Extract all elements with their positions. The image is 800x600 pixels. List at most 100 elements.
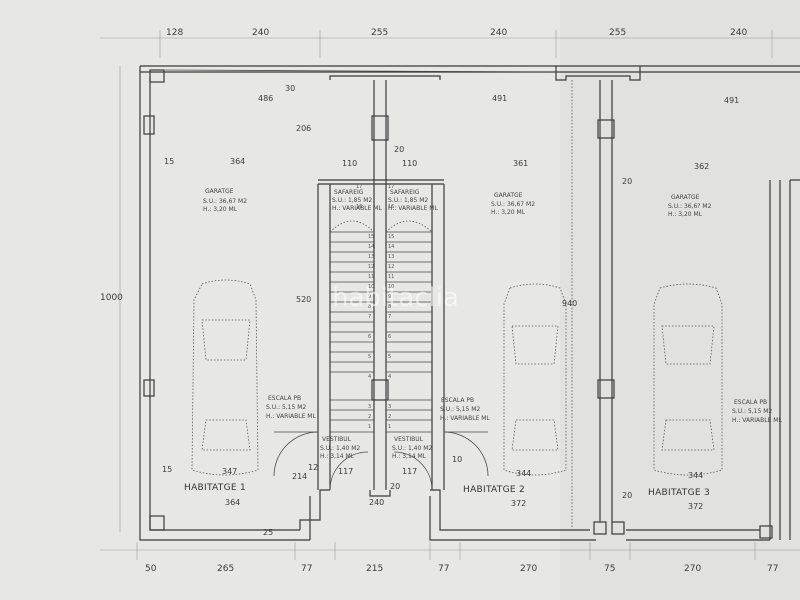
- partition-walls: [555, 66, 641, 528]
- step-number: 1: [388, 424, 391, 430]
- room-name: SAFAREIG: [390, 189, 420, 196]
- dim-362: 362: [694, 162, 709, 171]
- step-number: 9: [368, 294, 371, 300]
- room-name: GARATGE: [494, 192, 523, 199]
- room-label-garatge-2: GARATGE S.U.: 36,67 M2 H.: 3,20 ML: [491, 192, 535, 216]
- step-number: 8: [368, 304, 371, 310]
- room-name: GARATGE: [205, 188, 234, 195]
- step-number: 5: [368, 354, 371, 360]
- room-height: H.: 3,20 ML: [668, 211, 703, 218]
- step-number: 10: [368, 284, 374, 290]
- step-number: 7: [388, 314, 391, 320]
- dim-344-a: 344: [516, 469, 531, 478]
- room-name: ESCALA PB: [268, 395, 301, 402]
- room-label-safareig-1: SAFAREIG S.U.: 1,85 M2 H.: VARIABLE ML: [332, 189, 382, 212]
- room-area: S.U.: 5,15 M2: [732, 408, 772, 415]
- dim-940: 940: [562, 299, 577, 308]
- dim-361: 361: [513, 159, 528, 168]
- room-area: S.U.: 36,6? M2: [668, 203, 712, 210]
- dim-bottom-3: 77: [301, 564, 312, 574]
- room-name: SAFAREIG: [334, 189, 364, 196]
- step-number: 4: [388, 374, 391, 380]
- room-name: ESCALA PB: [734, 399, 767, 406]
- dim-bottom-7: 75: [604, 564, 615, 574]
- step-number: 17: [356, 184, 362, 190]
- step-number: 7: [368, 314, 371, 320]
- dim-20-a: 20: [394, 145, 404, 154]
- dim-bottom-4: 215: [366, 564, 383, 574]
- step-number: 10: [388, 284, 394, 290]
- room-height: H.: 3,20 ML: [491, 209, 526, 216]
- building-outer-walls: [139, 65, 800, 541]
- step-number: 16: [388, 204, 394, 210]
- dim-110-b: 110: [402, 159, 417, 168]
- dim-520: 520: [296, 295, 311, 304]
- room-label-escala-1: ESCALA PB S.U.: 5,15 M2 H.: VARIABLE ML: [266, 395, 316, 420]
- step-number: 2: [368, 414, 371, 420]
- top-dimension-line: [100, 30, 800, 58]
- car-outline-1: [191, 279, 259, 476]
- stair-core: [273, 75, 489, 497]
- room-area: S.U.: 1,40 M2: [392, 445, 432, 452]
- unit-title-habitatge-2: HABITATGE 2: [463, 485, 525, 495]
- room-area: S.U.: 1,85 M2: [388, 197, 428, 204]
- room-area: S.U.: 1,40 M2: [320, 445, 360, 452]
- room-label-garatge-1: GARATGE S.U.: 36,67 M2 H.: 3,20 ML: [203, 188, 247, 213]
- dim-347: 347: [222, 467, 237, 476]
- room-label-vestibul-1: VESTIBUL S.U.: 1,40 M2 H.: 3,14 ML: [320, 436, 360, 460]
- dim-240: 240: [369, 498, 384, 507]
- room-height: H.: VARIABLE ML: [266, 413, 316, 420]
- step-number: 1: [368, 424, 371, 430]
- step-number: 12: [388, 264, 394, 270]
- paper-shade: [560, 0, 800, 600]
- dim-bottom-9: 77: [767, 564, 778, 574]
- room-area: S.U.: 36,67 M2: [491, 201, 535, 208]
- watermark-logo: habitaclia: [332, 283, 459, 313]
- room-label-safareig-2: SAFAREIG S.U.: 1,85 M2 H.: VARIABLE ML: [388, 189, 438, 212]
- car-outline-3: [653, 283, 723, 476]
- dim-117-b: 117: [402, 467, 417, 476]
- dim-15-a: 15: [164, 157, 174, 166]
- step-number: 17: [388, 184, 394, 190]
- stair-step-numbers: 17 16 15 14 13 12 11 10 9 8 7 6 5 4 3 2 …: [356, 184, 394, 430]
- dim-12: 12: [308, 463, 318, 472]
- dim-bottom-1: 50: [145, 564, 157, 574]
- room-height: H.: VARIABLE ML: [732, 417, 782, 424]
- dim-372-a: 372: [511, 499, 526, 508]
- dim-364-a: 364: [230, 157, 245, 166]
- dim-486: 486: [258, 94, 273, 103]
- step-number: 11: [368, 274, 374, 280]
- dim-top-3: 255: [371, 28, 388, 38]
- room-area: S.U.: 5,15 M2: [440, 406, 480, 413]
- room-height: H.: 3,14 ML: [320, 453, 355, 460]
- dim-110-a: 110: [342, 159, 357, 168]
- room-name: VESTIBUL: [322, 436, 352, 443]
- room-label-escala-2: ESCALA PB S.U.: 5,15 M2 H.: VARIABLE ML: [440, 397, 490, 422]
- room-area: S.U.: 1,85 M2: [332, 197, 372, 204]
- room-height: H.: 3,14 ML: [392, 453, 427, 460]
- dim-top-6: 240: [730, 28, 747, 38]
- dim-214: 214: [292, 472, 307, 481]
- step-number: 3: [388, 404, 391, 410]
- step-number: 13: [388, 254, 394, 260]
- dim-bottom-5: 77: [438, 564, 449, 574]
- room-height: H.: 3,20 ML: [203, 206, 238, 213]
- dim-bottom-2: 265: [217, 564, 234, 574]
- dim-20-c: 20: [390, 482, 400, 491]
- room-name: ESCALA PB: [441, 397, 474, 404]
- room-label-garatge-3: GARATGE S.U.: 36,6? M2 H.: 3,20 ML: [668, 194, 712, 218]
- dim-364-b: 364: [225, 498, 240, 507]
- step-number: 11: [388, 274, 394, 280]
- step-number: 6: [388, 334, 391, 340]
- step-number: 16: [356, 204, 362, 210]
- dim-344-b: 344: [688, 471, 703, 480]
- unit-title-habitatge-3: HABITATGE 3: [648, 488, 710, 498]
- dim-10: 10: [452, 455, 462, 464]
- room-height: H.: VARIABLE ML: [388, 205, 438, 212]
- dim-top-1: 128: [166, 28, 183, 38]
- step-number: 15: [388, 234, 394, 240]
- room-label-escala-3: ESCALA PB S.U.: 5,15 M2 H.: VARIABLE ML: [732, 399, 782, 424]
- room-name: GARATGE: [671, 194, 700, 201]
- dim-117-a: 117: [338, 467, 353, 476]
